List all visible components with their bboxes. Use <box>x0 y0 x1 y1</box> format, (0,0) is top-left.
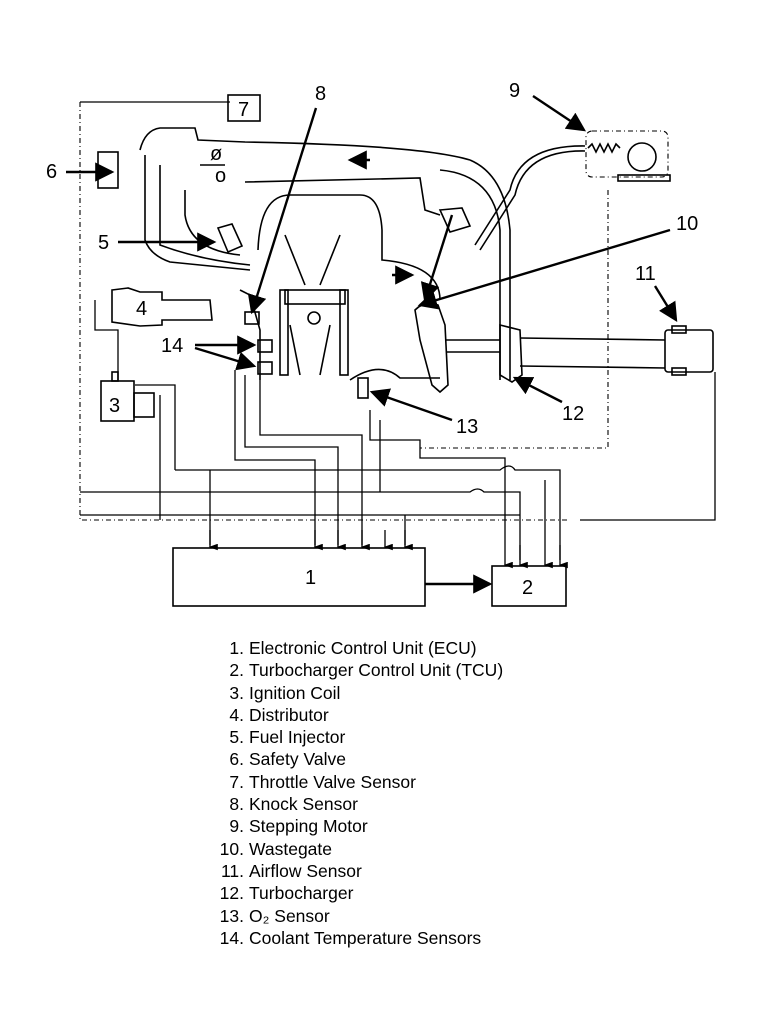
fuel-injector <box>216 223 244 254</box>
callout-13: 13 <box>456 416 478 438</box>
distributor: 4 <box>111 287 213 327</box>
turbo-engine-control-diagram: 1 2 7 ø o <box>46 80 716 607</box>
callout-9: 9 <box>509 80 520 102</box>
callout-12: 12 <box>562 403 584 425</box>
svg-text:1: 1 <box>305 567 316 589</box>
legend-number: 7. <box>229 771 244 792</box>
legend-item: 11.Airflow Sensor <box>210 860 503 882</box>
legend-label: Fuel Injector <box>249 727 346 748</box>
callout-11: 11 <box>635 263 656 285</box>
legend-number: 9. <box>229 816 244 837</box>
legend-label: Ignition Coil <box>249 682 341 703</box>
legend-label: Coolant Temperature Sensors <box>249 927 482 948</box>
legend-number: 4. <box>229 704 244 725</box>
svg-text:7: 7 <box>238 99 249 121</box>
legend-item: 12.Turbocharger <box>210 882 503 904</box>
o2-sensor <box>349 368 440 399</box>
ecu-input-arrows <box>208 530 413 551</box>
callout-14: 14 <box>161 335 183 357</box>
legend-item: 8.Knock Sensor <box>210 793 503 815</box>
wiring-harness <box>79 101 716 560</box>
tcu-input-arrows <box>503 545 568 569</box>
callout-10: 10 <box>676 213 698 235</box>
legend-label: O₂ Sensor <box>249 905 330 926</box>
svg-text:o: o <box>215 165 226 187</box>
legend-number: 6. <box>229 749 244 770</box>
legend-item: 14.Coolant Temperature Sensors <box>210 927 503 949</box>
intake-pipe <box>519 325 714 376</box>
legend-number: 10. <box>219 838 244 859</box>
intake-manifold: ø o <box>139 127 511 380</box>
legend-label: Distributor <box>249 704 329 725</box>
legend-item: 7.Throttle Valve Sensor <box>210 771 503 793</box>
legend-number: 13. <box>219 905 244 926</box>
legend-item: 9.Stepping Motor <box>210 815 503 837</box>
legend-number: 12. <box>219 883 244 904</box>
callout-6: 6 <box>46 161 57 183</box>
legend-label: Throttle Valve Sensor <box>249 771 416 792</box>
legend-item: 10.Wastegate <box>210 838 503 860</box>
ignition-coil: 3 <box>100 371 155 422</box>
stepping-motor <box>474 130 671 251</box>
legend-number: 8. <box>229 794 244 815</box>
wastegate <box>438 207 472 233</box>
legend-label: Knock Sensor <box>249 794 358 815</box>
legend-number: 3. <box>229 682 244 703</box>
throttle-valve-sensor: 7 <box>227 94 261 122</box>
legend-number: 14. <box>219 927 244 948</box>
legend-number: 5. <box>229 727 244 748</box>
legend-label: Turbocharger <box>249 883 354 904</box>
legend-item: 3.Ignition Coil <box>210 682 503 704</box>
legend-item: 1.Electronic Control Unit (ECU) <box>210 637 503 659</box>
legend-number: 2. <box>229 660 244 681</box>
callout-8: 8 <box>315 83 326 105</box>
component-legend: 1.Electronic Control Unit (ECU)2.Turboch… <box>210 637 503 949</box>
legend-label: Safety Valve <box>249 749 346 770</box>
legend-label: Turbocharger Control Unit (TCU) <box>249 660 504 681</box>
legend-label: Electronic Control Unit (ECU) <box>249 638 477 658</box>
svg-text:ø: ø <box>210 143 222 165</box>
legend-label: Stepping Motor <box>249 816 368 837</box>
legend-number: 11. <box>220 860 244 881</box>
legend-item: 4.Distributor <box>210 704 503 726</box>
legend-item: 2.Turbocharger Control Unit (TCU) <box>210 659 503 681</box>
legend-number: 1. <box>229 638 244 658</box>
svg-text:2: 2 <box>522 577 533 599</box>
legend-item: 5.Fuel Injector <box>210 726 503 748</box>
svg-text:4: 4 <box>136 298 147 320</box>
legend-item: 13.O₂ Sensor <box>210 905 503 927</box>
tcu-box: 2 <box>491 565 567 607</box>
turbocharger <box>414 302 523 394</box>
svg-text:3: 3 <box>109 395 120 417</box>
safety-valve <box>97 151 119 189</box>
ecu-box: 1 <box>172 547 426 607</box>
callout-5: 5 <box>98 232 109 254</box>
legend-item: 6.Safety Valve <box>210 748 503 770</box>
callouts: 6 5 8 14 9 10 11 12 13 <box>46 80 698 438</box>
legend-label: Wastegate <box>249 838 333 859</box>
legend-label: Airflow Sensor <box>249 860 362 881</box>
